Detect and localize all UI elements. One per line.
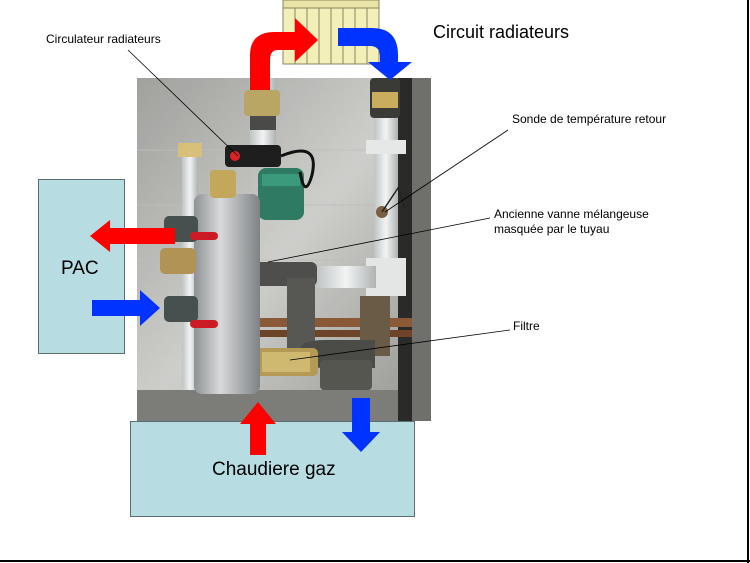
filtre-label: Filtre: [513, 319, 540, 333]
pac-box: [38, 179, 125, 354]
chaudiere-label: Chaudiere gaz: [212, 459, 336, 480]
vanne-label-line1: Ancienne vanne mélangeuse: [494, 207, 649, 221]
installation-photo: [137, 78, 431, 421]
vanne-label-line2: masquée par le tuyau: [494, 222, 610, 236]
sonde-label: Sonde de température retour: [512, 112, 667, 126]
vanne-leader: [267, 217, 491, 263]
circulateur-label: Circulateur radiateurs: [46, 32, 161, 46]
pac-cold-arrow: [92, 290, 160, 326]
chaudiere-cold-arrow: [342, 398, 380, 452]
pac-label: PAC: [61, 258, 99, 279]
circulateur-leader: [127, 49, 239, 157]
pac-hot-arrow: [90, 220, 175, 252]
sonde-leader: [384, 129, 509, 213]
circuit-radiateurs-title: Circuit radiateurs: [433, 22, 570, 42]
radiator-supply-arrow: [250, 18, 318, 90]
chaudiere-hot-arrow: [240, 402, 276, 455]
filtre-leader: [289, 329, 511, 361]
radiator-return-arrow: [338, 28, 412, 80]
